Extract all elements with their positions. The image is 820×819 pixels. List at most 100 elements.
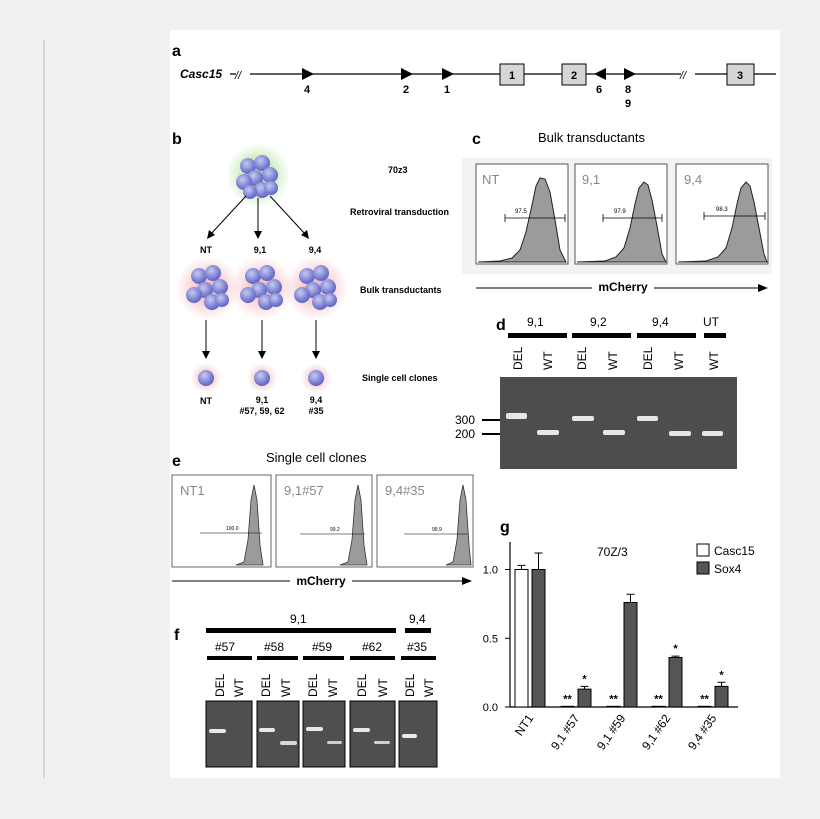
sgrna-arrow-8-9	[624, 68, 636, 80]
mcherry-label-c: mCherry	[598, 280, 648, 294]
significance-marker: *	[673, 643, 678, 655]
gel-d-group-94: 9,4	[652, 315, 669, 329]
clone-bar-f-35	[401, 656, 436, 660]
group-91: 9,1	[254, 245, 267, 255]
bar-sox4-2	[623, 602, 638, 708]
panel-label-b: b	[172, 131, 182, 148]
panel-f: f 9,1 9,4 #57 #58 #59 #62 #35 DEL WT DEL…	[174, 612, 438, 768]
clone-94-list: #35	[308, 406, 323, 416]
arrow-down-94	[312, 351, 320, 359]
arrow-down-91	[258, 351, 266, 359]
y-tick-label: 1.0	[483, 565, 498, 577]
clone-f-62: #62	[362, 640, 382, 654]
arrow-down-nt	[202, 351, 210, 359]
band-f-59-wt	[327, 741, 342, 744]
significance-marker: **	[700, 693, 709, 705]
group-94: 9,4	[309, 245, 322, 255]
bar-sox4-1	[577, 688, 592, 708]
sgrna-label-2: 2	[403, 84, 409, 96]
clone-94: 9,4	[310, 395, 323, 405]
bar-casc15-2	[606, 705, 621, 708]
gate-value-94-35: 99.9	[432, 527, 442, 533]
lane-f-3: DEL	[259, 673, 273, 697]
band-d-4	[603, 430, 625, 435]
group-nt: NT	[200, 245, 212, 255]
mcherry-label-e: mCherry	[296, 574, 346, 588]
significance-marker: **	[609, 693, 618, 705]
panel-label-d: d	[496, 317, 506, 334]
gel-d-group-91: 9,1	[527, 315, 544, 329]
gel-f-group-91: 9,1	[290, 612, 307, 626]
band-d-7	[702, 431, 723, 436]
band-f-35-del	[402, 734, 417, 738]
step-transduction: Retroviral transduction	[350, 207, 449, 217]
lane-f-7: DEL	[355, 673, 369, 697]
sgrna-label-4: 4	[304, 84, 311, 96]
gate-value-91: 97.9	[614, 209, 626, 215]
legend-label-casc15: Casc15	[714, 544, 755, 558]
bar-sox4-3	[668, 657, 683, 708]
band-f-58-del	[259, 728, 275, 732]
clone-91: 9,1	[256, 395, 269, 405]
break-mark-1: //	[234, 70, 242, 82]
band-f-57-del	[209, 729, 226, 733]
histogram-label-91-57: 9,1#57	[284, 483, 324, 498]
gel-d-bar-ut	[704, 333, 726, 338]
sgrna-arrow-4	[302, 68, 314, 80]
clone-f-57: #57	[215, 640, 235, 654]
panel-label-f: f	[174, 627, 180, 644]
lane-d-6: WT	[672, 351, 686, 370]
histogram-label-94-35: 9,4#35	[385, 483, 425, 498]
panel-c: c Bulk transductants NT 97.5 9,1 97.9	[462, 130, 772, 294]
arrow-to-nt	[209, 195, 247, 236]
lane-f-5: DEL	[306, 673, 320, 697]
bulk-cluster-94	[284, 256, 348, 320]
panel-label-a: a	[172, 43, 181, 60]
break-gap-2	[681, 66, 695, 82]
bars: ***********	[514, 552, 729, 708]
band-f-59-del	[306, 727, 323, 731]
lane-d-7: WT	[707, 351, 721, 370]
histogram-91: 9,1 97.9	[574, 163, 668, 265]
gene-label: Casc15	[180, 67, 222, 81]
bar-casc15-3	[651, 705, 666, 708]
clone-91-list: #57, 59, 62	[239, 406, 284, 416]
band-f-62-del	[353, 728, 370, 732]
exon-box-3	[726, 63, 755, 86]
band-f-62-wt	[374, 741, 390, 744]
histogram-94: 9,4 98.3	[675, 163, 769, 265]
lane-f-8: WT	[376, 678, 390, 697]
cell-cluster-parental	[236, 155, 278, 199]
histogram-label-91: 9,1	[582, 172, 600, 187]
clone-f-59: #59	[312, 640, 332, 654]
panel-label-g: g	[500, 519, 510, 536]
gel-f-59	[302, 700, 346, 768]
band-d-6	[669, 431, 691, 436]
legend-swatch-sox4	[696, 561, 710, 575]
histogram-nt: NT 97.5	[475, 163, 569, 265]
y-ticks: 0.00.51.0	[483, 565, 510, 714]
gel-f-62	[349, 700, 396, 768]
gate-value-91-57: 99.2	[330, 527, 340, 533]
bar-casc15-0	[514, 569, 529, 708]
histogram-94-35: 9,4#35 99.9	[376, 474, 474, 568]
lane-d-1: DEL	[511, 346, 525, 370]
clone-bar-f-58	[257, 656, 298, 660]
gate-value-94: 98.3	[716, 207, 728, 213]
cell-line-label: 70z3	[388, 165, 408, 175]
single-cell-nt	[198, 370, 214, 386]
panel-c-title: Bulk transductants	[538, 130, 645, 145]
exon-label-3: 3	[737, 70, 743, 82]
sgrna-label-1: 1	[444, 84, 450, 96]
gel-f-bar-91	[206, 628, 396, 633]
exon-label-1: 1	[509, 70, 515, 82]
marker-200: 200	[455, 427, 475, 441]
exon-box-1	[499, 63, 525, 86]
gate-value-nt: 97.5	[515, 209, 527, 215]
panel-e: e Single cell clones NT1 100.0 9,1#57 99…	[171, 450, 474, 588]
band-d-1	[506, 413, 527, 419]
lane-f-1: DEL	[213, 673, 227, 697]
single-cell-91	[254, 370, 270, 386]
gel-f-group-94: 9,4	[409, 612, 426, 626]
